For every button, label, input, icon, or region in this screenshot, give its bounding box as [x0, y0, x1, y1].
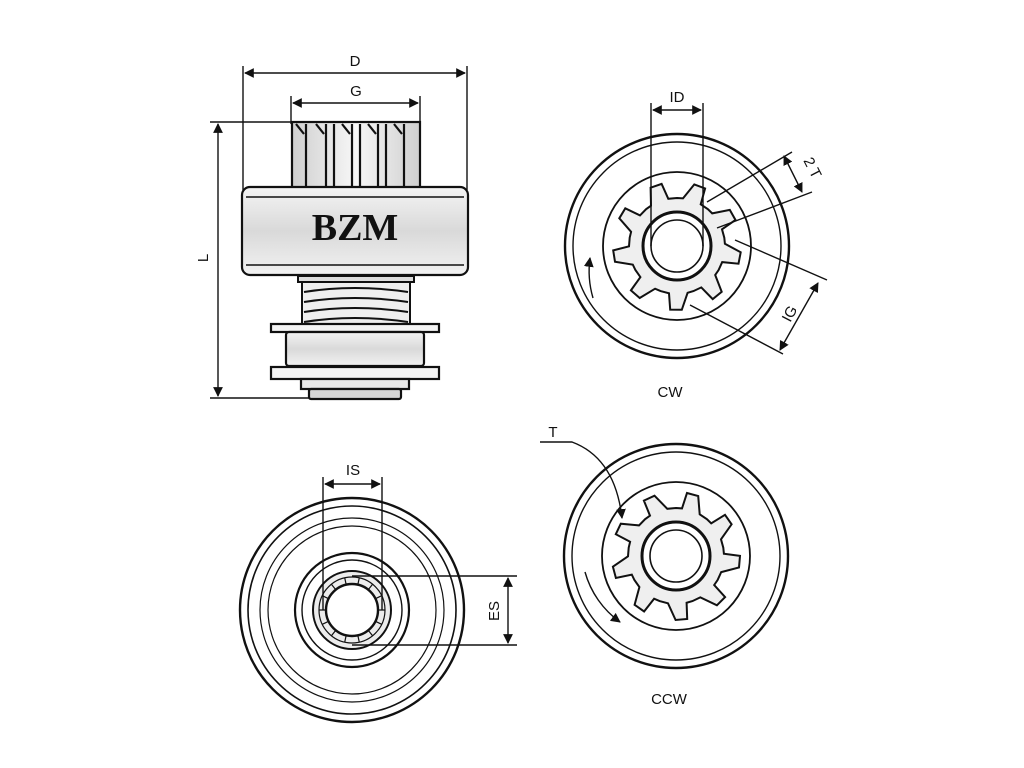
dimension-is-label: IS — [346, 462, 360, 479]
dimension-es — [352, 575, 517, 646]
ccw-label: CCW — [651, 691, 688, 708]
dimension-d-label: D — [350, 53, 361, 70]
dimension-id — [650, 103, 704, 246]
dimension-2t — [706, 151, 813, 229]
dimension-id-label: ID — [670, 89, 685, 106]
dimension-t-label: T — [548, 424, 557, 441]
collar — [269, 322, 441, 401]
dimension-2t-label: 2 T — [800, 155, 825, 182]
dimension-ig — [689, 239, 828, 355]
dimension-g-label: G — [350, 83, 362, 100]
clutch-housing — [240, 185, 470, 277]
dimension-es-label: ES — [486, 601, 503, 621]
cw-front-view — [563, 103, 828, 360]
cw-label: CW — [658, 384, 684, 401]
brand-label: BZM — [312, 207, 399, 249]
dimension-l-label: L — [195, 254, 212, 262]
dimension-d — [242, 66, 468, 190]
side-view — [210, 66, 470, 401]
cw-rotation-arrow — [583, 257, 594, 299]
back-view — [238, 477, 517, 724]
pinion-gear-side — [290, 120, 422, 192]
dimension-t — [540, 441, 626, 519]
dimension-l — [210, 121, 310, 399]
dimension-ig-label: IG — [779, 303, 801, 325]
ccw-rotation-arrow — [584, 571, 621, 623]
dimension-g — [290, 96, 421, 124]
ccw-front-view — [540, 441, 790, 670]
spring — [297, 275, 415, 325]
dimension-is — [322, 477, 383, 610]
